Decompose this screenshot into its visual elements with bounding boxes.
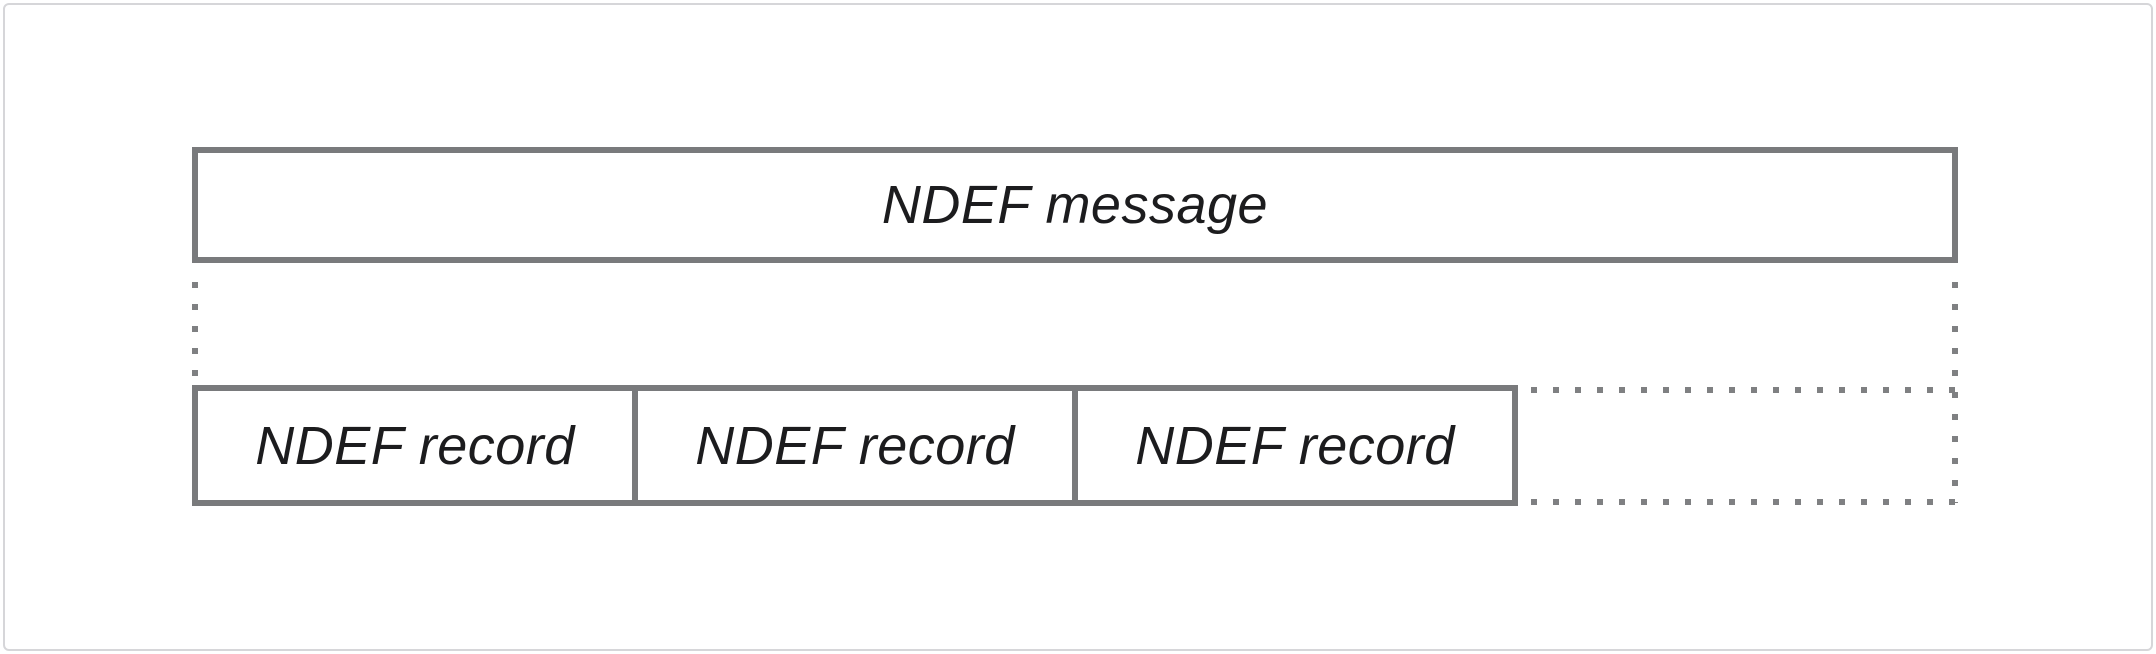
dotted-continuation-bottom <box>1531 499 1958 505</box>
ndef-record-label: NDEF record <box>695 415 1015 476</box>
dotted-connector-left <box>192 282 198 382</box>
ndef-record-box-2: NDEF record <box>632 385 1078 506</box>
ndef-message-box: NDEF message <box>192 147 1958 263</box>
figure-frame <box>3 3 2153 651</box>
ndef-record-label: NDEF record <box>1135 415 1455 476</box>
ndef-record-box-1: NDEF record <box>192 385 638 506</box>
ndef-records-row: NDEF record NDEF record NDEF record <box>192 385 1518 506</box>
ndef-record-label: NDEF record <box>255 415 575 476</box>
dotted-continuation-top <box>1531 387 1958 393</box>
ndef-message-label: NDEF message <box>881 175 1269 235</box>
ndef-record-box-3: NDEF record <box>1072 385 1518 506</box>
